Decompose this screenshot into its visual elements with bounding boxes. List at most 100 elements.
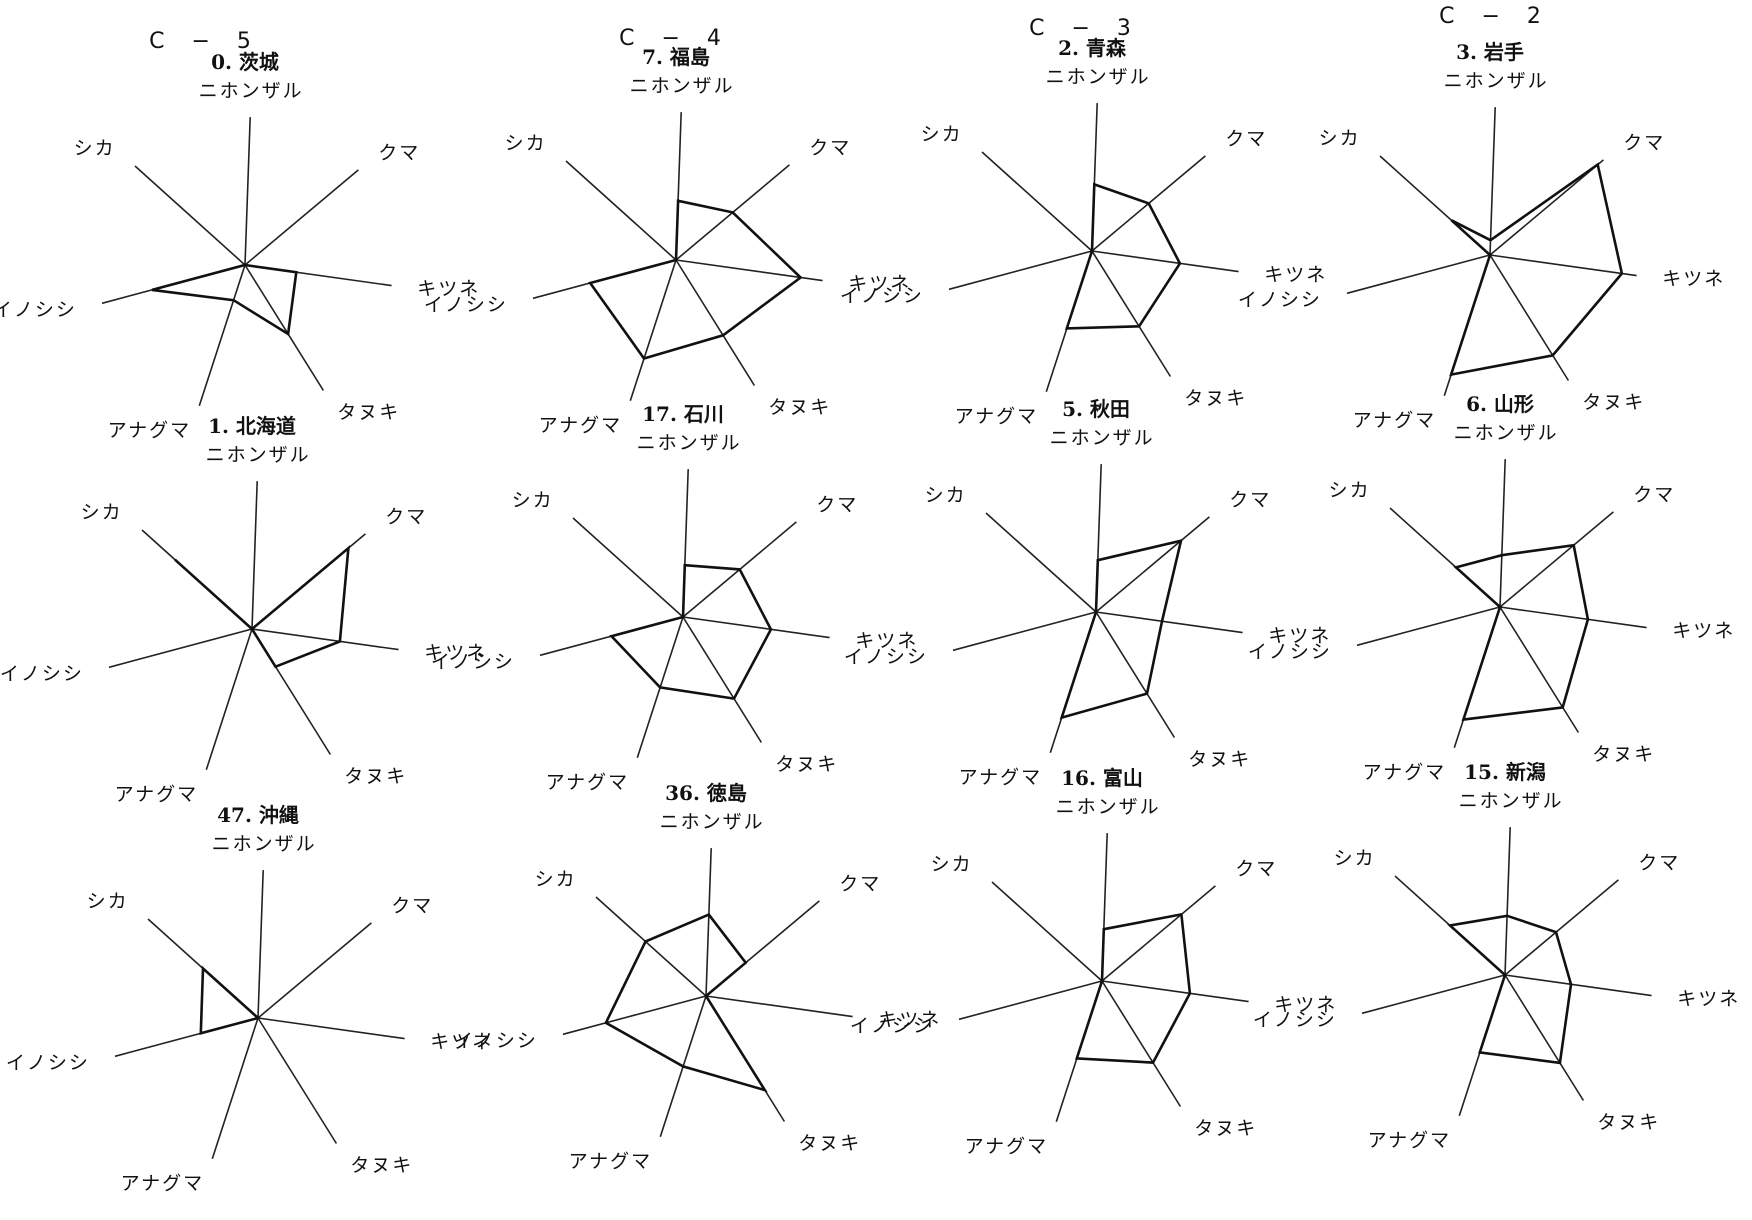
axis-spoke <box>595 896 707 997</box>
axis-label: ニホンザル <box>630 75 735 97</box>
axis-spoke <box>1499 606 1647 629</box>
axis-label: イノシシ <box>0 663 84 685</box>
axis-label: クマ <box>391 895 433 917</box>
axis-label: イノシシ <box>454 1030 538 1052</box>
data-polygon <box>1064 182 1182 330</box>
axis-label: シカ <box>505 133 547 155</box>
axis-spoke <box>1499 511 1614 608</box>
axis-label: クマ <box>816 494 858 516</box>
axis-label: キツネ <box>855 630 918 652</box>
data-polygon <box>151 263 298 337</box>
chart-title: 17. 石川 <box>642 402 724 426</box>
axis-spoke <box>257 922 372 1019</box>
axis-spoke <box>562 995 707 1036</box>
axis-label: ニホンザル <box>1459 790 1564 812</box>
chart-title: 2. 青森 <box>1058 36 1127 60</box>
axis-label: クマ <box>385 506 427 528</box>
axis-spoke <box>948 250 1093 291</box>
group-label-c2: C − 2 <box>1439 4 1551 29</box>
axis-label: シカ <box>921 124 963 146</box>
axis-label: アナグマ <box>546 772 630 794</box>
axis-label: アナグマ <box>539 415 623 437</box>
axis-spoke <box>1361 974 1506 1015</box>
axis-label: ニホンザル <box>206 444 311 466</box>
axis-label: タヌキ <box>337 402 400 424</box>
axis-spoke <box>251 628 399 651</box>
axis-spoke <box>198 264 246 407</box>
axis-label: ニホンザル <box>1046 66 1151 88</box>
axis-label: キツネ <box>417 278 480 300</box>
axis-label: アナグマ <box>569 1151 653 1173</box>
axis-spoke <box>1504 879 1619 976</box>
axis-label: キツネ <box>1677 988 1740 1010</box>
axis-spoke <box>1091 250 1172 377</box>
axis-label: シカ <box>1319 128 1361 150</box>
axis-label: キツネ <box>878 1009 941 1031</box>
axis-spoke <box>244 169 359 266</box>
axis-label: キツネ <box>1268 625 1331 647</box>
axis-label: クマ <box>1633 484 1675 506</box>
axis-label: タヌキ <box>1184 388 1247 410</box>
chart-title: 6. 山形 <box>1466 392 1534 416</box>
axis-label: キツネ <box>424 642 487 664</box>
data-polygon <box>174 545 350 669</box>
axis-label: ニホンザル <box>1444 70 1549 92</box>
group-label-c3: C − 3 <box>1029 16 1141 41</box>
axis-label: アナグマ <box>965 1136 1049 1158</box>
axis-label: アナグマ <box>955 406 1039 428</box>
axis-label: キツネ <box>430 1031 493 1053</box>
chart-title: 15. 新潟 <box>1464 760 1546 784</box>
axis-label: ニホンザル <box>660 811 765 833</box>
group-label-c5: C − 5 <box>149 29 261 54</box>
axis-spoke <box>705 848 712 997</box>
axis-label: シカ <box>81 502 123 524</box>
axis-spoke <box>1356 606 1501 647</box>
data-polygon <box>588 199 803 361</box>
axis-spoke <box>629 259 677 402</box>
axis-spoke <box>675 259 756 386</box>
axis-label: アナグマ <box>108 420 192 442</box>
axis-label: タヌキ <box>1597 1112 1660 1134</box>
axis-spoke <box>1101 980 1182 1107</box>
axis-label: キツネ <box>1264 264 1327 286</box>
axis-label: シカ <box>512 490 554 512</box>
axis-label: タヌキ <box>798 1133 861 1155</box>
axis-label: イノシシ <box>1238 289 1322 311</box>
axis-spoke <box>1489 107 1496 256</box>
axis-spoke <box>244 264 325 391</box>
axis-label: クマ <box>1235 858 1277 880</box>
axis-label: クマ <box>1638 852 1680 874</box>
data-polygon <box>1447 914 1573 1065</box>
axis-label: タヌキ <box>350 1155 413 1177</box>
axis-spoke <box>1095 611 1243 634</box>
axis-label: シカ <box>1329 480 1371 502</box>
axis-label: クマ <box>1225 128 1267 150</box>
axis-label: イノシシ <box>1253 1009 1337 1031</box>
axis-spoke <box>565 160 677 261</box>
axis-spoke <box>1504 974 1652 997</box>
axis-spoke <box>134 165 246 266</box>
axis-label: シカ <box>535 869 577 891</box>
axis-spoke <box>682 616 763 743</box>
axis-label: シカ <box>87 891 129 913</box>
axis-spoke <box>257 1017 338 1144</box>
axis-spoke <box>572 517 684 618</box>
chart-title: 3. 岩手 <box>1456 40 1524 64</box>
axis-label: タヌキ <box>1188 749 1251 771</box>
axis-label: クマ <box>1623 132 1665 154</box>
axis-label: シカ <box>1334 848 1376 870</box>
group-labels: C − 5 C − 4 C − 3 C − 2 <box>149 4 1551 54</box>
axis-label: クマ <box>378 142 420 164</box>
axis-spoke <box>682 616 830 639</box>
axis-spoke <box>108 628 253 669</box>
axis-label: タヌキ <box>1582 392 1645 414</box>
